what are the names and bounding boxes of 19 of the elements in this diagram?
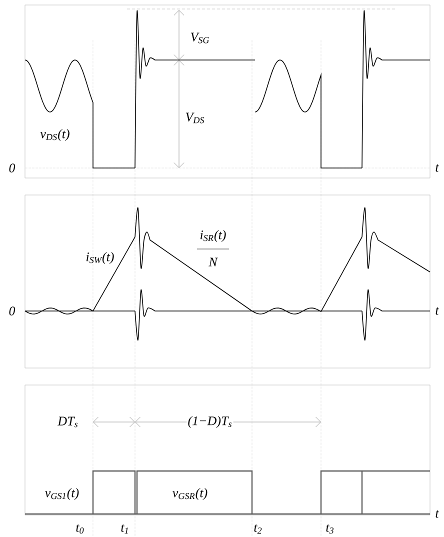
axis-label: t	[436, 510, 440, 518]
symbol-label: V$_{DS}$	[186, 112, 204, 124]
signal-label: i$_{SR}$(t)	[200, 230, 226, 242]
signal-label: v$_{GSR}$(t)	[172, 488, 208, 500]
time-label: t$_{1}$	[121, 524, 128, 534]
axis-label: t	[436, 164, 440, 172]
signal-label: v$_{DS}$(t)	[40, 129, 70, 141]
signal-label: N	[208, 258, 218, 266]
time-label: t$_{0}$	[76, 524, 84, 534]
axis-label: 0	[9, 164, 16, 172]
axis-label: t	[436, 307, 440, 315]
dimension-label: DT$_{s}$	[58, 416, 78, 428]
time-label: t$_{3}$	[326, 524, 334, 534]
symbol-label: V$_{SG}$	[190, 32, 210, 44]
signal-label: i$_{SW}$(t)	[86, 252, 114, 264]
time-label: t$_{2}$	[254, 524, 262, 534]
signal-label: v$_{GS1}$(t)	[45, 488, 79, 500]
dimension-label: (1−D)T$_{s}$	[186, 415, 234, 429]
axis-label: 0	[9, 306, 16, 316]
